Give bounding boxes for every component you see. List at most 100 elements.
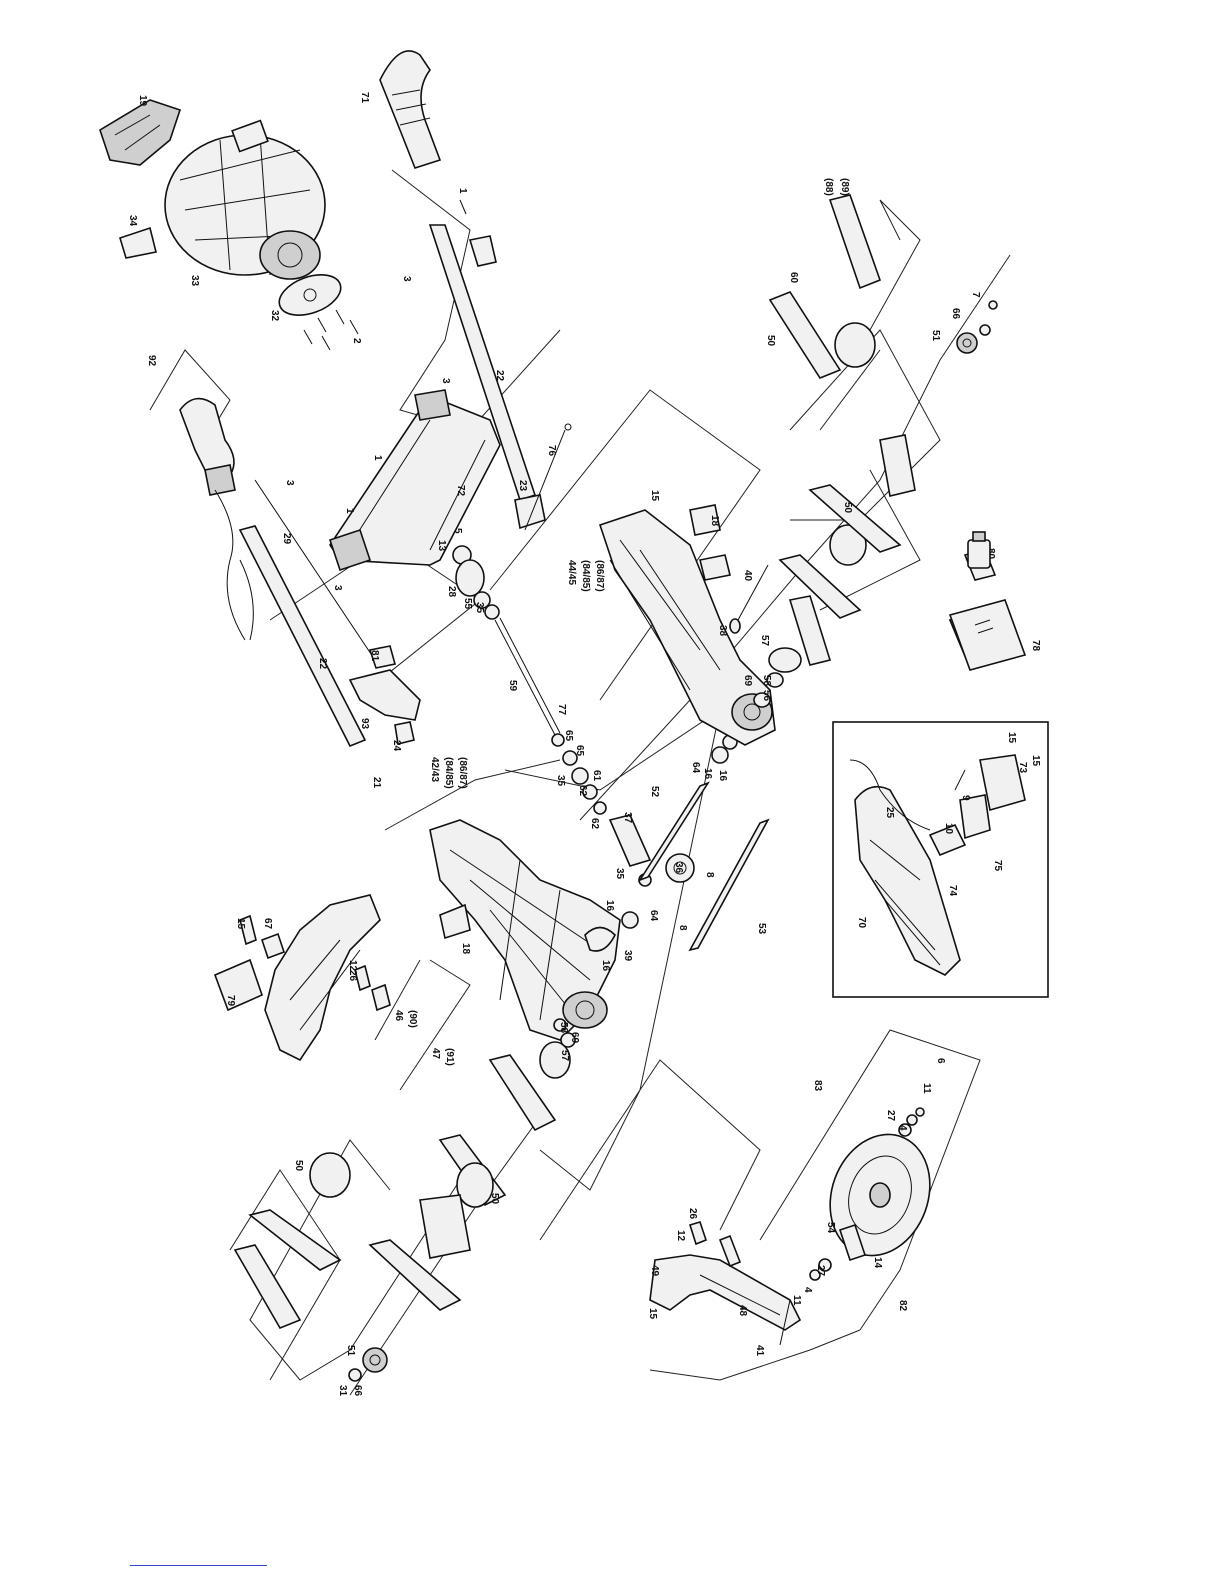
part-label: 61 — [591, 770, 602, 782]
part-label: (89) — [839, 178, 850, 196]
part-label: 3 — [401, 276, 412, 282]
part-label: 6 — [935, 1058, 946, 1064]
part-label: 14 — [872, 1257, 883, 1269]
part-label: 65 — [563, 730, 574, 742]
part-label: 59 — [507, 680, 518, 692]
part-label: 18 — [709, 515, 720, 527]
part-label: 3 — [284, 480, 295, 486]
part-label: 56 — [761, 690, 772, 702]
part-label: 70 — [856, 917, 867, 929]
gear-housing-44-45 — [598, 504, 802, 746]
part-label: 24 — [391, 740, 402, 752]
part-label: 5 — [452, 528, 463, 534]
part-label: 73 — [1017, 762, 1028, 774]
right-tines — [768, 194, 1022, 669]
part-label: 72 — [455, 485, 466, 497]
gear-housing-42-43 — [429, 819, 621, 1041]
part-label: 64 — [690, 762, 701, 774]
part-label: 39 — [622, 950, 633, 962]
shaft-59-bearing-stack — [452, 545, 652, 887]
part-label: 51 — [345, 1345, 356, 1357]
part-label: 10 — [943, 823, 954, 835]
part-label: 1 — [457, 188, 468, 194]
part-label: 54 — [825, 1222, 836, 1234]
part-label: 35 — [474, 602, 485, 614]
part-label: 76 — [546, 445, 557, 457]
part-label: 3 — [332, 585, 343, 591]
part-label: 81 — [369, 650, 380, 662]
part-label: 27 — [885, 1110, 896, 1122]
part-label: 78 — [1030, 640, 1041, 652]
part-label: 62 — [589, 818, 600, 830]
part-label: 57 — [759, 635, 770, 647]
part-label: 41 — [754, 1345, 765, 1357]
left-tines — [233, 1018, 576, 1382]
inset-handle-switch — [832, 721, 1049, 998]
part-label: (90) — [407, 1010, 418, 1028]
part-label: 77 — [556, 704, 567, 716]
part-label: 8 — [704, 872, 715, 878]
part-label: 11 — [921, 1083, 932, 1094]
part-label: 15 — [1030, 755, 1041, 767]
wheel-arm-48 — [649, 1221, 802, 1346]
part-label: 66 — [950, 308, 961, 320]
part-label: 35 — [555, 775, 566, 787]
wheel-assembly — [809, 1107, 931, 1281]
part-label: 42/43 — [429, 757, 440, 782]
part-label: 34 — [127, 215, 138, 227]
part-label: 7 — [970, 292, 981, 298]
part-label: 11 — [791, 1295, 802, 1306]
part-label: 38 — [717, 625, 728, 637]
part-label: 69 — [742, 675, 753, 687]
part-label: 16 — [702, 768, 713, 780]
part-label: 83 — [812, 1080, 823, 1092]
motor-assembly — [99, 99, 359, 351]
part-label: 21 — [371, 777, 382, 789]
part-label: 50 — [765, 335, 776, 347]
part-label: 26 — [347, 970, 358, 982]
part-label: 15 — [1006, 732, 1017, 744]
part-label: 13 — [436, 540, 447, 552]
part-label: 25 — [884, 807, 895, 819]
part-label: 16 — [604, 900, 615, 912]
part-label: 44/45 — [566, 560, 577, 585]
part-label: 26 — [687, 1208, 698, 1220]
part-label: 19 — [137, 95, 148, 107]
part-label: 33 — [189, 275, 200, 287]
part-label: (84/85) — [580, 560, 591, 592]
upper-handle-tube — [379, 50, 572, 531]
part-label: 15 — [235, 918, 246, 930]
part-label: 74 — [947, 885, 958, 897]
part-label: 62 — [577, 785, 588, 797]
left-handle-assembly — [179, 397, 421, 748]
part-label: 22 — [494, 370, 505, 382]
part-label: 92 — [146, 355, 157, 367]
part-label: 2 — [351, 338, 362, 344]
part-label: 93 — [359, 718, 370, 730]
part-label: 9 — [960, 795, 971, 801]
assembly-guide-lines — [149, 169, 1011, 1396]
part-label: 16 — [717, 770, 728, 782]
part-label: 58 — [558, 1022, 569, 1034]
part-label: 18 — [460, 943, 471, 955]
part-label: 79 — [225, 995, 236, 1007]
part-label: 36 — [673, 862, 684, 874]
part-label: 23 — [517, 480, 528, 492]
part-label: 58 — [761, 675, 772, 687]
part-label: 67 — [262, 918, 273, 930]
part-label: 50 — [293, 1160, 304, 1172]
frame-72 — [328, 389, 501, 572]
part-label: 69 — [569, 1032, 580, 1044]
part-label: (84/85) — [443, 757, 454, 789]
part-label: (86/87) — [594, 560, 605, 592]
part-label: 12 — [675, 1230, 686, 1242]
part-label: (86/87) — [457, 757, 468, 789]
part-label: 1 — [372, 455, 383, 461]
part-label: 46 — [393, 1010, 404, 1022]
part-label: 3 — [440, 378, 451, 384]
part-label: 51 — [930, 330, 941, 342]
part-label: 64 — [648, 910, 659, 922]
part-label: (88) — [823, 178, 834, 196]
